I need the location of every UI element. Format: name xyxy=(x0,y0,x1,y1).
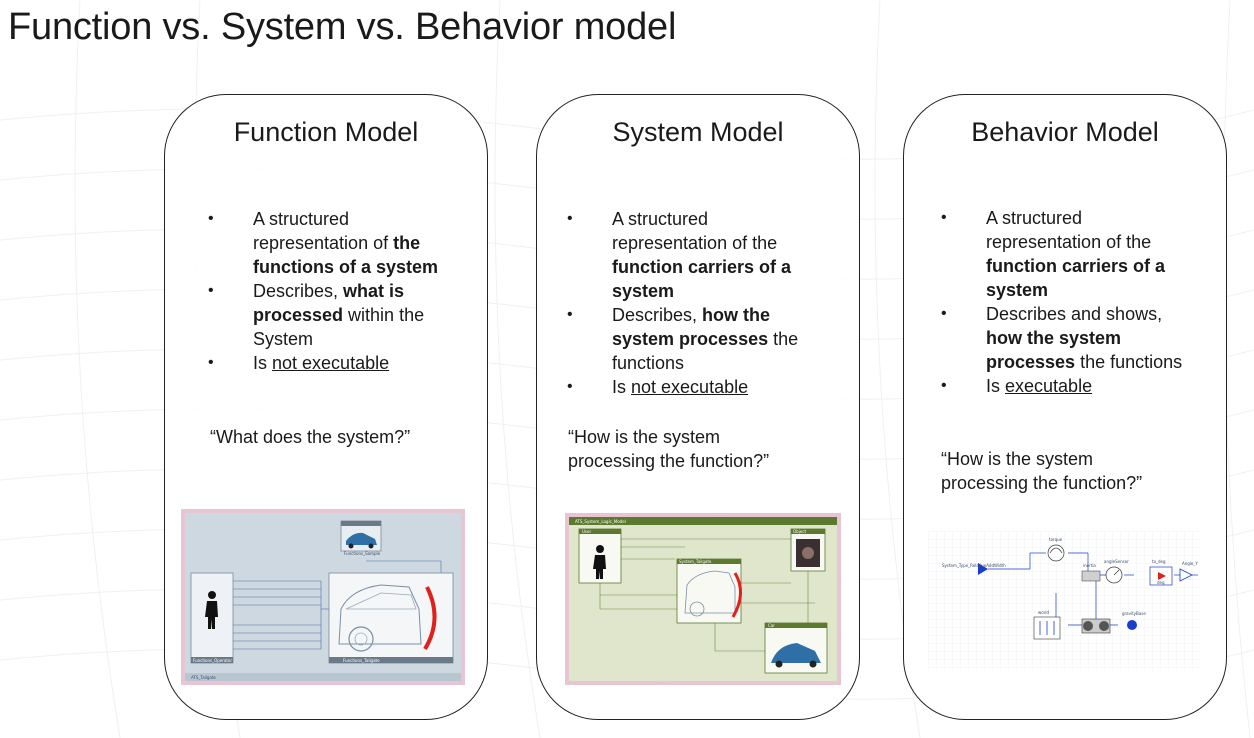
function-image-footer-label: ATS_Tailgate xyxy=(191,675,216,680)
system-model-card: System Model A structured representation… xyxy=(536,94,860,720)
function-image-person-label: Functions_Operator xyxy=(193,658,232,663)
behavior-image-input-label: System_Type_RelativeAddWidth xyxy=(942,563,1006,568)
bullet-list: A structured representation of the funct… xyxy=(567,207,817,399)
card-title: System Model xyxy=(612,117,784,147)
system-image-user-label: User xyxy=(582,529,591,534)
system-image-header-label: ATS_System_Logic_Model xyxy=(575,519,626,524)
system-model-diagram-image: ATS_System_Logic_Model User Object Syste… xyxy=(565,513,841,685)
system-image-car-label: Car xyxy=(768,623,775,628)
behavior-image-torque-label: torque xyxy=(1049,537,1063,542)
behavior-model-diagram-image: System_Type_RelativeAddWidth torque iner… xyxy=(928,531,1200,671)
bullet-item: Is executable xyxy=(941,374,1191,398)
system-image-right-label: Object xyxy=(793,529,806,534)
bullet-item: Describes, how the system processes the … xyxy=(567,303,817,375)
card-quote: “How is the system processing the functi… xyxy=(568,427,770,471)
bullet-item: A structured representation of the funct… xyxy=(208,207,453,279)
bullet-list: A structured representation of the funct… xyxy=(941,206,1191,398)
behavior-image-inertia-label: inertia xyxy=(1083,563,1096,568)
card-title: Behavior Model xyxy=(971,117,1159,147)
bullet-item: Is not executable xyxy=(208,351,453,375)
bullet-item: A structured representation of the funct… xyxy=(567,207,817,303)
card-quote: “What does the system?” xyxy=(210,427,411,447)
bullet-list: A structured representation of the funct… xyxy=(208,207,453,375)
function-image-header-label: Functions_Sample xyxy=(344,551,381,556)
system-image-center-label: System_Tailgate xyxy=(679,559,712,564)
behavior-image-world-label: world xyxy=(1038,610,1049,615)
bullet-item: A structured representation of the funct… xyxy=(941,206,1191,302)
page-title: Function vs. System vs. Behavior model xyxy=(8,6,677,48)
bullet-item: Describes, what is processed within the … xyxy=(208,279,453,351)
behavior-model-card: Behavior Model A structured representati… xyxy=(903,94,1227,720)
card-title: Function Model xyxy=(233,117,419,147)
bullet-item: Is not executable xyxy=(567,375,817,399)
bullet-item: Describes and shows, how the system proc… xyxy=(941,302,1191,374)
behavior-image-angle-label: angleSensor xyxy=(1104,559,1129,564)
function-image-center-label: Functions_Tailgate xyxy=(343,658,380,663)
behavior-image-deg-label: deg xyxy=(1157,580,1165,585)
card-quote: “How is the system processing the functi… xyxy=(941,449,1143,493)
behavior-image-gravity-label: gravityBase xyxy=(1122,611,1146,616)
function-model-diagram-image: Functions_Sample Functions_Operator Func… xyxy=(181,509,465,685)
behavior-image-to-deg-label: to_deg xyxy=(1152,559,1166,564)
behavior-image-output-label: Angle_Y xyxy=(1182,561,1198,566)
function-model-card: Function Model A structured representati… xyxy=(164,94,488,720)
